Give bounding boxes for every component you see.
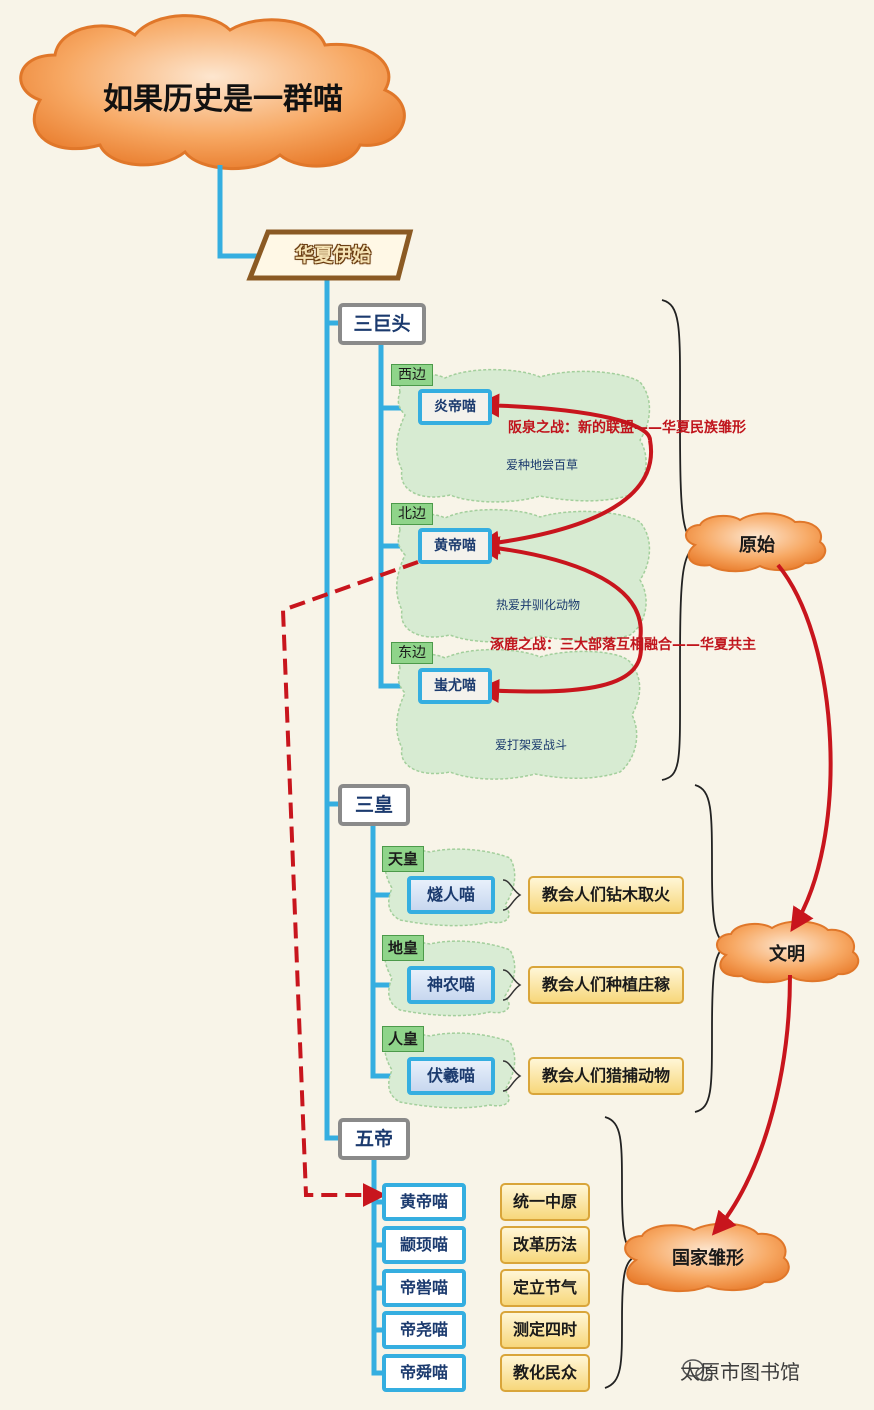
- title-cloud: [19, 14, 406, 171]
- region-tag-north: 北边: [391, 503, 433, 525]
- desc-chiyou: 爱打架爱战斗: [495, 738, 568, 752]
- deed-zhuanxu: 改革历法: [500, 1226, 590, 1264]
- banner-shape: [246, 229, 414, 281]
- deed-wudi-huangdi: 统一中原: [500, 1183, 590, 1221]
- node-wudi-huangdi[interactable]: 黄帝喵: [382, 1183, 466, 1221]
- deed-dishun: 教化民众: [500, 1354, 590, 1392]
- desc-yandi: 爱种地尝百草: [506, 458, 579, 472]
- page-title: 如果历史是一群喵: [103, 82, 343, 117]
- node-huangdi[interactable]: 黄帝喵: [418, 528, 492, 564]
- node-suiren[interactable]: 燧人喵: [407, 876, 495, 914]
- node-diyao[interactable]: 帝尧喵: [382, 1311, 466, 1349]
- node-zhuanxu[interactable]: 颛顼喵: [382, 1226, 466, 1264]
- node-yandi[interactable]: 炎帝喵: [418, 389, 492, 425]
- node-chiyou[interactable]: 蚩尤喵: [418, 668, 492, 704]
- region-tag-east: 东边: [391, 642, 433, 664]
- tag-dihuang: 地皇: [382, 935, 424, 961]
- region-tag-west: 西边: [391, 364, 433, 386]
- stage-civilization: 文明: [769, 944, 805, 965]
- section-san-ju-tou[interactable]: 三巨头: [338, 303, 426, 345]
- section-wu-di[interactable]: 五帝: [338, 1118, 410, 1160]
- wechat-icon: [682, 1359, 713, 1382]
- small-braces: [502, 879, 522, 1092]
- tag-renhuang: 人皇: [382, 1026, 424, 1052]
- battle-banquan: 阪泉之战：新的联盟——华夏民族雏形: [508, 420, 746, 436]
- deed-suiren: 教会人们钻木取火: [528, 876, 684, 914]
- node-shennong[interactable]: 神农喵: [407, 966, 495, 1004]
- stage-primitive: 原始: [739, 535, 775, 556]
- deed-shennong: 教会人们种植庄稼: [528, 966, 684, 1004]
- deed-fuxi: 教会人们猎捕动物: [528, 1057, 684, 1095]
- node-diku[interactable]: 帝喾喵: [382, 1269, 466, 1307]
- banner-title: 华夏伊始: [294, 244, 371, 266]
- section-san-huang[interactable]: 三皇: [338, 784, 410, 826]
- stage-clouds: [624, 512, 860, 1293]
- node-fuxi[interactable]: 伏羲喵: [407, 1057, 495, 1095]
- node-dishun[interactable]: 帝舜喵: [382, 1354, 466, 1392]
- battle-zhuolu: 涿鹿之战：三大部落互相融合——华夏共主: [490, 637, 756, 653]
- desc-huangdi: 热爱并驯化动物: [496, 598, 581, 612]
- red-arrows: [280, 393, 833, 1236]
- tag-tianhuang: 天皇: [382, 846, 424, 872]
- deed-diku: 定立节气: [500, 1269, 590, 1307]
- stage-state: 国家雏形: [672, 1248, 744, 1269]
- deed-diyao: 测定四时: [500, 1311, 590, 1349]
- footer-source: 太原市图书馆: [680, 1360, 800, 1384]
